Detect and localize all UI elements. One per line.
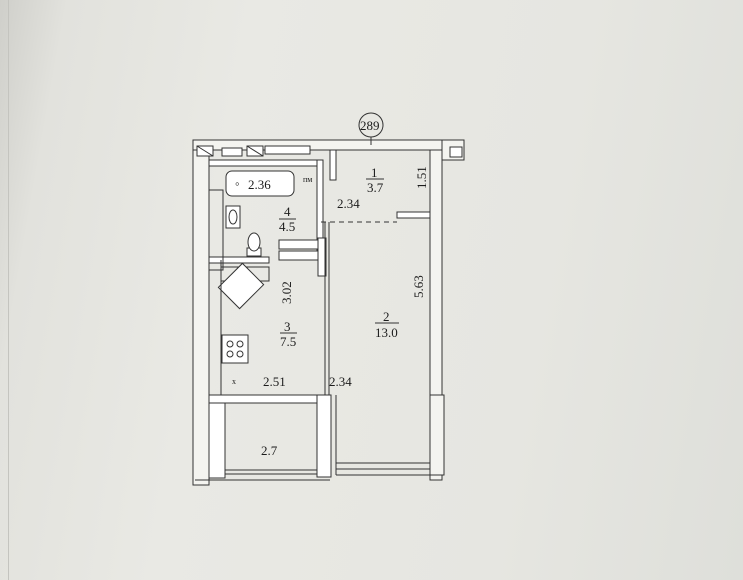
sheet-edge [8, 0, 9, 580]
window-top-b [264, 145, 311, 155]
cabinet-c [317, 237, 327, 277]
burner-3 [226, 350, 234, 358]
bathtub [225, 170, 295, 197]
laundry-marker: пм [303, 175, 312, 184]
vent-middle-cross [246, 145, 264, 157]
hall-depth-dimension: 1.51 [414, 166, 429, 189]
hall-wall-left [329, 149, 337, 181]
kitchen-sink [217, 262, 265, 310]
room-2-area: 13.0 [375, 325, 398, 340]
balcony-wall-right [316, 394, 332, 478]
cabinet-a [278, 239, 320, 250]
room-4-area: 4.5 [279, 219, 295, 234]
kitchen-width-dimension: 2.51 [263, 374, 286, 389]
hall-width-dimension: 2.34 [337, 196, 360, 211]
hall-wall-right [396, 211, 431, 219]
building-number: 289 [360, 118, 380, 133]
balcony-area: 2.7 [261, 443, 278, 458]
stove-marker: x [232, 377, 236, 386]
cabinet-b [278, 250, 320, 261]
burner-2 [236, 340, 244, 348]
balcony-wall-left [208, 402, 226, 479]
toilet-bowl [247, 232, 261, 252]
kitchen-length-dimension: 3.02 [279, 281, 294, 304]
vent-left-cross [196, 145, 214, 157]
window-right [429, 394, 445, 476]
room-length-dimension: 5.63 [411, 275, 426, 298]
room-3-number: 3 [284, 319, 291, 334]
balcony-wall-top [208, 394, 318, 404]
room-width-dimension: 2.34 [329, 374, 352, 389]
room-1-number: 1 [371, 165, 378, 180]
bath-wall-inner [208, 189, 224, 271]
bath-wall-top [208, 159, 322, 167]
room-4-number: 4 [284, 204, 291, 219]
room-2-number: 2 [383, 309, 390, 324]
wall-left [192, 139, 210, 486]
vent-right [449, 146, 463, 158]
bath-wall-bottom [208, 256, 270, 264]
stove [221, 334, 249, 364]
room-1-area: 3.7 [367, 180, 384, 195]
sink-bowl [228, 209, 238, 225]
room-3-area: 7.5 [280, 334, 296, 349]
burner-4 [236, 350, 244, 358]
bath-marker: ◦ [235, 176, 240, 191]
window-top-a [221, 147, 243, 157]
burner-1 [226, 340, 234, 348]
bath-dimension: 2.36 [248, 177, 271, 192]
